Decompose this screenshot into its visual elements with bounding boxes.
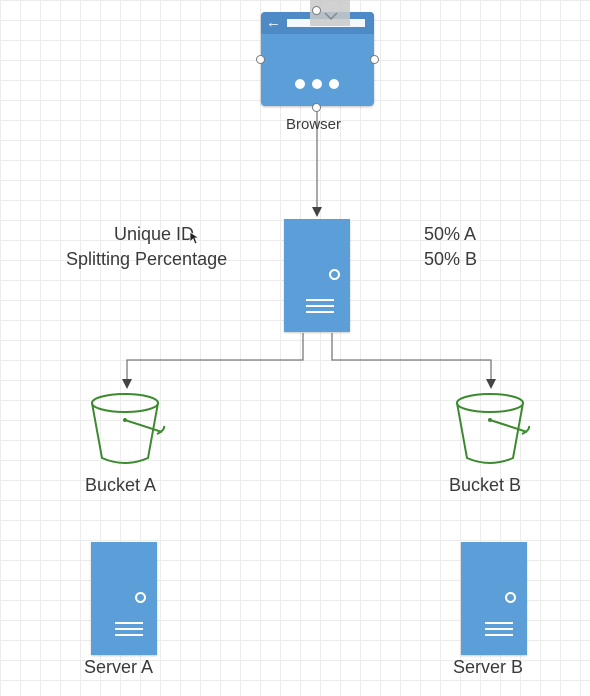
selection-handle-bottom[interactable]: [312, 103, 321, 112]
router-right-text-line-1: 50% A: [424, 224, 477, 244]
bucket-icon-b[interactable]: [450, 390, 540, 470]
bucket-icon-a[interactable]: [85, 390, 175, 470]
server-slot: [306, 305, 334, 307]
router-left-text-line-2: Splitting Percentage: [66, 249, 228, 269]
dot-icon: [295, 79, 305, 89]
server-slot: [485, 628, 513, 630]
server-b-label: Server B: [453, 657, 524, 677]
server-slot: [306, 311, 334, 313]
server-slot: [115, 622, 143, 624]
server-icon-a[interactable]: [91, 542, 157, 655]
dot-icon: [312, 79, 322, 89]
browser-icon[interactable]: ←: [261, 12, 374, 106]
chevron-down-icon[interactable]: [324, 12, 338, 20]
router-left-text-line-1: Unique ID: [114, 224, 195, 244]
server-a-label: Server A: [84, 657, 154, 677]
server-icon-b[interactable]: [461, 542, 527, 655]
connector-router-to-bucket-b[interactable]: [331, 333, 496, 389]
back-arrow-icon: ←: [266, 14, 281, 31]
server-slot: [306, 299, 334, 301]
server-slot: [115, 628, 143, 630]
selection-handle-left[interactable]: [256, 55, 265, 64]
server-slot: [115, 634, 143, 636]
cursor-icon: [189, 231, 199, 245]
connector-router-to-bucket-a[interactable]: [122, 333, 304, 389]
server-slot: [485, 634, 513, 636]
router-right-text-line-2: 50% B: [424, 249, 478, 269]
load-balancer-server[interactable]: [284, 219, 350, 332]
server-slot: [485, 622, 513, 624]
bucket-b-label: Bucket B: [449, 475, 522, 495]
server-led: [505, 592, 516, 603]
browser-label: Browser: [286, 116, 342, 133]
dot-icon: [329, 79, 339, 89]
server-led: [135, 592, 146, 603]
selection-handle-top[interactable]: [312, 6, 321, 15]
selection-handle-right[interactable]: [370, 55, 379, 64]
browser-dots: [295, 76, 346, 94]
server-led: [329, 269, 340, 280]
bucket-a-label: Bucket A: [85, 475, 157, 495]
